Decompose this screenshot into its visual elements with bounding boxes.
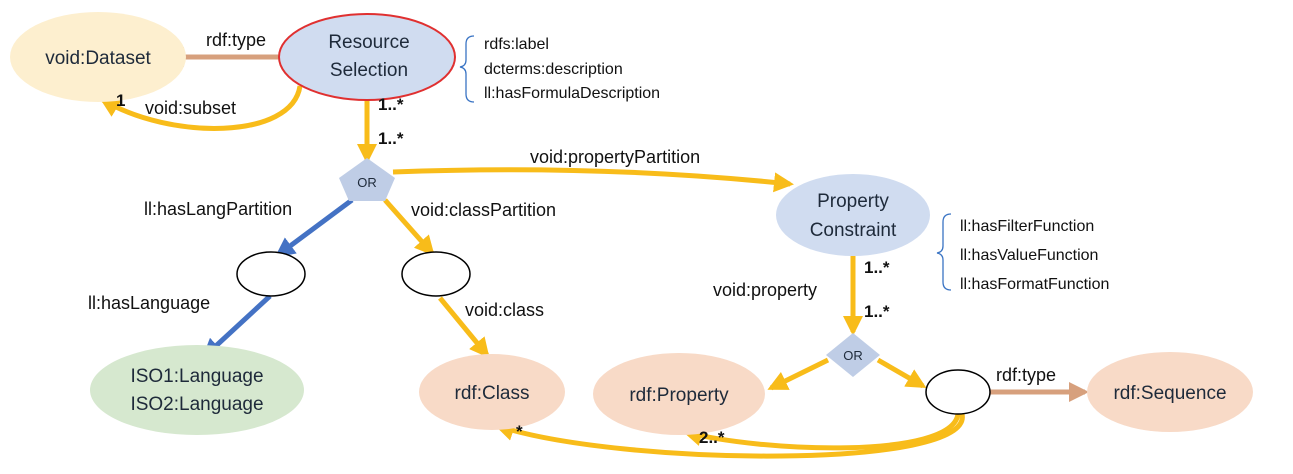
label-rdf-type-top: rdf:type [206, 30, 266, 50]
node-blank-sequence [925, 369, 991, 415]
node-void-dataset-label: void:Dataset [45, 48, 151, 69]
annotation-brace-resource-selection [459, 35, 475, 103]
annotation-rs-line1: rdfs:label [484, 36, 549, 53]
node-or-top [339, 158, 395, 201]
node-rdf-property [593, 353, 765, 435]
label-void-property-partition: void:propertyPartition [530, 147, 700, 167]
node-resource-selection [278, 13, 456, 101]
edge-void-class-partition [383, 198, 435, 256]
node-resource-selection-line1: Resource [328, 32, 409, 53]
node-or-bottom [826, 333, 880, 377]
mult-subset-one: 1 [116, 91, 125, 110]
mult-rs-target: 1..* [378, 129, 404, 148]
edge-has-lang-partition [274, 197, 354, 258]
node-void-dataset [10, 12, 186, 102]
annotation-pc-line1: ll:hasFilterFunction [960, 218, 1094, 235]
node-rdf-class-label: rdf:Class [455, 383, 530, 404]
mult-rs-source: 1..* [378, 95, 404, 114]
edge-blank-to-class [494, 413, 965, 459]
label-void-property: void:property [713, 280, 817, 300]
node-rdf-property-label: rdf:Property [629, 385, 729, 406]
node-property-constraint-line1: Property [817, 191, 889, 212]
mult-property-two-star: 2..* [699, 428, 725, 447]
node-or-bottom-label: OR [843, 348, 863, 363]
annotation-rs-line3: ll:hasFormulaDescription [484, 85, 660, 102]
edge-or-to-blank [876, 357, 927, 389]
node-property-constraint [776, 174, 930, 256]
label-ll-has-language: ll:hasLanguage [88, 293, 210, 313]
edge-or-to-property [767, 357, 830, 391]
mult-pc-source: 1..* [864, 258, 890, 277]
edge-void-class [438, 296, 490, 359]
node-blank-lang [236, 251, 306, 297]
label-rdf-type-bottom: rdf:type [996, 365, 1056, 385]
mult-class-star: * [516, 422, 523, 441]
edge-blank-to-property [682, 413, 961, 451]
label-void-subset: void:subset [145, 98, 236, 118]
label-void-class-partition: void:classPartition [411, 200, 556, 220]
label-void-class: void:class [465, 300, 544, 320]
edge-void-property-partition [392, 167, 794, 193]
annotation-pc-line2: ll:hasValueFunction [960, 247, 1098, 264]
node-rdf-sequence [1087, 352, 1253, 432]
node-rdf-sequence-label: rdf:Sequence [1113, 383, 1226, 404]
node-iso-language-line1: ISO1:Language [130, 366, 263, 387]
annotation-pc-line3: ll:hasFormatFunction [960, 276, 1109, 293]
label-ll-has-lang-partition: ll:hasLangPartition [144, 199, 292, 219]
node-resource-selection-line2: Selection [330, 60, 408, 81]
node-blank-class [401, 251, 471, 297]
node-iso-language-line2: ISO2:Language [130, 394, 263, 415]
node-or-top-label: OR [357, 175, 377, 190]
edge-void-subset [99, 85, 303, 131]
mult-pc-target: 1..* [864, 302, 890, 321]
node-rdf-class [419, 354, 565, 430]
annotation-rs-line2: dcterms:description [484, 61, 623, 78]
node-property-constraint-line2: Constraint [810, 220, 897, 241]
node-iso-language [90, 345, 304, 435]
annotation-brace-property-constraint [936, 213, 952, 291]
